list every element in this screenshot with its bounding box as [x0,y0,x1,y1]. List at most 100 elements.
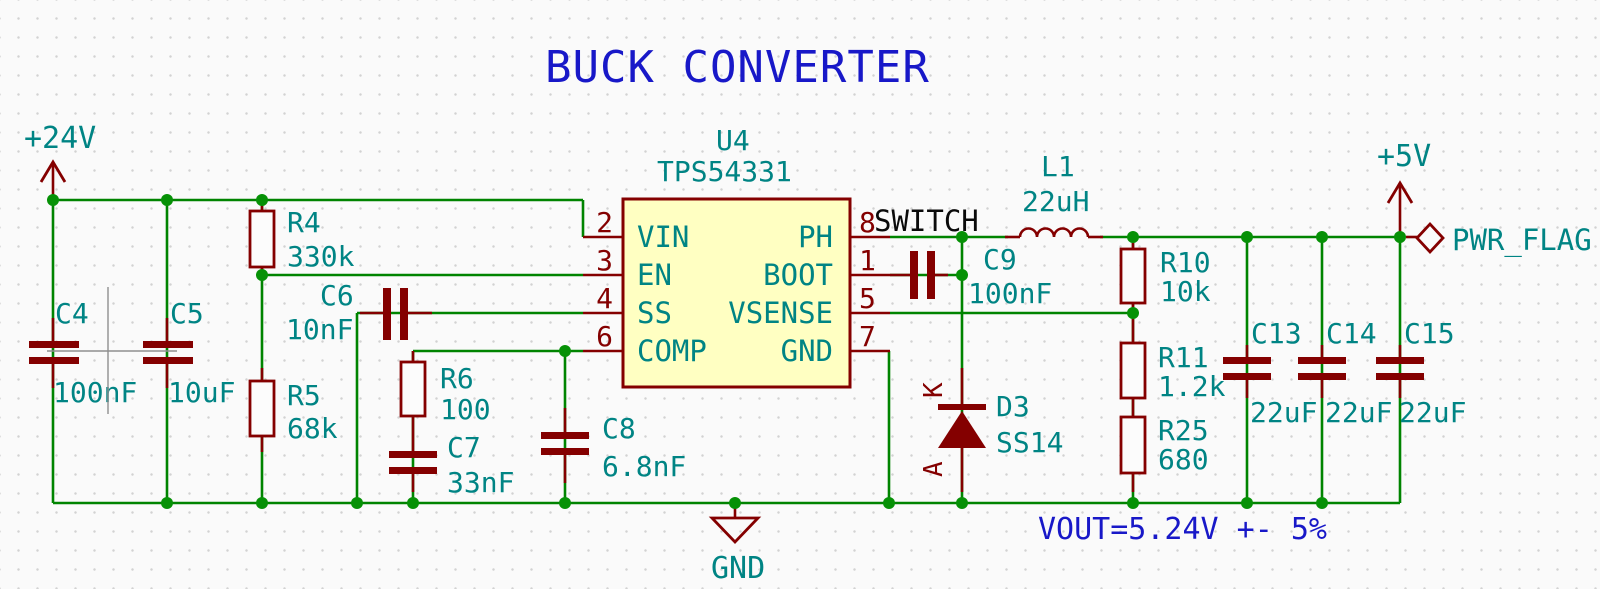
power-label-24v[interactable]: +24V [24,121,96,156]
power-label-5v[interactable]: +5V [1377,139,1431,174]
ref-label[interactable]: C14 [1326,317,1377,350]
ref-label[interactable]: U4 [716,124,750,157]
ref-label[interactable]: C9 [983,243,1017,276]
value-label[interactable]: 100 [440,393,491,426]
power-flag-5v[interactable]: +5V [1377,139,1431,237]
value-label[interactable]: 680 [1158,443,1209,476]
value-label[interactable]: 22uF [1250,396,1317,429]
component-c4[interactable]: C4 100nF [29,297,137,409]
pin-number: 1 [859,244,876,277]
component-r6[interactable]: R6 100 [399,351,491,451]
pin-number: 6 [596,320,613,353]
cap-plate [1223,373,1271,380]
resistor-body [248,379,276,438]
junction-dot [956,497,968,509]
value-label[interactable]: 33nF [447,466,514,499]
cap-plate [541,448,589,455]
value-label[interactable]: 10nF [286,313,353,346]
ref-label[interactable]: R25 [1158,414,1209,447]
pin-name: VIN [637,220,689,254]
component-c15[interactable]: C15 22uF [1376,317,1466,429]
gnd-label[interactable]: GND [711,551,765,586]
junction-dot [729,497,741,509]
value-label[interactable]: 330k [287,240,355,273]
ref-label[interactable]: R5 [287,379,321,412]
component-r25[interactable]: R25 680 [1119,414,1209,492]
component-u4[interactable]: U4 TPS54331 2 3 4 6 VIN EN SS COMP 8 1 5… [596,124,876,389]
value-label[interactable]: TPS54331 [657,155,792,188]
component-r11[interactable]: R11 1.2k [1119,341,1226,417]
component-c5[interactable]: C5 10uF [143,297,235,409]
resistor-body [1119,341,1147,400]
cap-plate [541,432,589,439]
junction-dot [956,269,968,281]
junction-dot [559,345,571,357]
value-label[interactable]: SS14 [996,426,1063,459]
resistor-body [399,360,427,418]
power-flag-24v[interactable]: +24V [24,121,96,200]
pwr-flag-label[interactable]: PWR_FLAG [1452,223,1592,258]
ref-label[interactable]: D3 [996,390,1030,423]
component-r5[interactable]: R5 68k [248,368,338,452]
ref-label[interactable]: C13 [1251,317,1302,350]
value-label[interactable]: 22uF [1325,396,1392,429]
ref-label[interactable]: C4 [55,297,89,330]
junction-dot [256,497,268,509]
junction-dot [1241,231,1253,243]
pin-name: SS [637,296,672,330]
junction-dots [47,194,1406,509]
cap-plate [29,357,79,364]
cap-plate [389,451,437,458]
value-label[interactable]: 100nF [53,376,137,409]
ref-label[interactable]: R11 [1158,341,1209,374]
junction-dot [1316,497,1328,509]
ref-label[interactable]: C15 [1404,317,1455,350]
component-l1[interactable]: L1 22uH [1005,150,1103,239]
resistor-body [248,209,276,269]
ref-label[interactable]: R4 [287,206,321,239]
component-c9[interactable]: C9 100nF [890,243,1052,310]
value-label[interactable]: 22uF [1399,396,1466,429]
component-d3[interactable]: K A D3 SS14 [919,368,1063,492]
component-c7[interactable]: C7 33nF [389,431,514,499]
value-label[interactable]: 10uF [168,376,235,409]
cap-plate [389,467,437,474]
cap-plate [143,341,193,348]
junction-dot [161,194,173,206]
ref-label[interactable]: C8 [602,412,636,445]
ref-label[interactable]: L1 [1041,150,1075,183]
junction-dot [407,497,419,509]
component-c14[interactable]: C14 22uF [1298,317,1392,429]
ref-label[interactable]: R6 [440,362,474,395]
ref-label[interactable]: C6 [320,279,354,312]
ref-label[interactable]: R10 [1160,246,1211,279]
value-label[interactable]: 1.2k [1158,370,1226,403]
pwr-flag-diamond-icon [1415,221,1445,255]
ic-body[interactable] [621,197,852,389]
component-r4[interactable]: R4 330k [248,203,355,276]
junction-dot [1241,497,1253,509]
value-label[interactable]: 100nF [968,277,1052,310]
schematic-title[interactable]: BUCK CONVERTER [545,42,930,93]
cap-plate [910,251,918,299]
pwr-flag-symbol[interactable]: PWR_FLAG [1406,221,1592,258]
component-c6[interactable]: C6 10nF [286,279,432,346]
pin-name: COMP [637,334,707,368]
inductor-coil [1018,227,1090,238]
value-label[interactable]: 68k [287,412,338,445]
gnd-triangle-icon [708,516,762,545]
value-label[interactable]: 22uH [1022,185,1089,218]
vout-note[interactable]: VOUT=5.24V +- 5% [1038,512,1327,547]
ref-label[interactable]: C5 [170,297,204,330]
junction-dot [1127,231,1139,243]
value-label[interactable]: 6.8nF [602,450,686,483]
gnd-symbol[interactable]: GND [708,503,765,586]
pin-number: 3 [596,244,613,277]
component-c8[interactable]: C8 6.8nF [541,408,686,483]
component-c13[interactable]: C13 22uF [1223,317,1317,429]
pin-number: 7 [859,320,876,353]
ref-label[interactable]: C7 [447,431,481,464]
pin-number: 4 [596,282,613,315]
component-r10[interactable]: R10 10k [1119,240,1211,343]
value-label[interactable]: 10k [1160,275,1211,308]
